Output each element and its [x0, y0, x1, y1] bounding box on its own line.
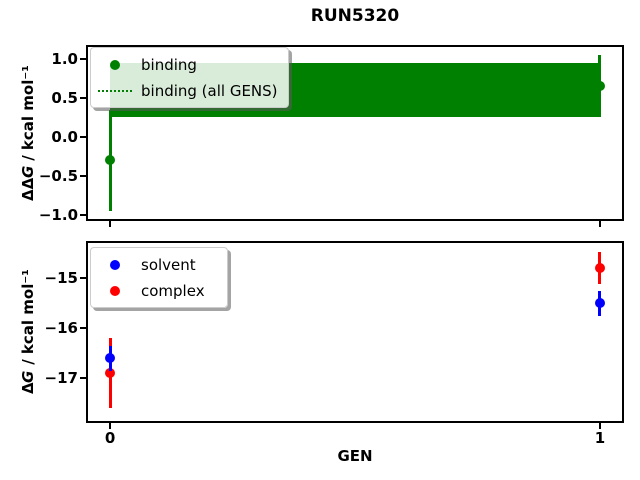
x-tick-mark — [598, 423, 601, 429]
legend-label: binding — [141, 55, 197, 74]
binding-marker-icon — [110, 59, 120, 70]
y-tick-mark — [80, 57, 86, 60]
legend-handle — [97, 259, 133, 270]
y-tick-label: −17 — [44, 369, 78, 388]
y-tick-label: −15 — [44, 269, 78, 288]
y-tick-label: −16 — [44, 319, 78, 338]
complex-marker-icon — [110, 285, 120, 296]
data-point-binding — [594, 81, 605, 92]
y-tick-label: 1.0 — [51, 49, 78, 68]
x-tick-mark — [109, 423, 112, 429]
data-point-complex — [594, 263, 605, 274]
y-tick-mark — [80, 135, 86, 138]
dotted-line-icon — [98, 89, 132, 92]
legend-handle — [97, 89, 133, 92]
legend-label: complex — [141, 281, 205, 300]
solvent-marker-icon — [110, 259, 120, 270]
legend-item-binding-all-gens: binding (all GENS) — [97, 79, 278, 102]
y-tick-mark — [80, 214, 86, 217]
top-legend: binding binding (all GENS) — [90, 47, 289, 108]
band-center-dotted-line — [110, 89, 600, 91]
legend-handle — [97, 285, 133, 296]
data-point-complex — [105, 368, 116, 379]
y-tick-mark — [80, 377, 86, 380]
x-tick-mark — [109, 221, 112, 227]
x-tick-label: 0 — [104, 429, 116, 447]
figure-title: RUN5320 — [310, 6, 400, 26]
legend-item-complex: complex — [97, 279, 217, 302]
legend-label: binding (all GENS) — [141, 81, 278, 100]
legend-item-binding: binding — [97, 53, 278, 76]
units-text: / kcal mol⁻¹ — [19, 64, 37, 166]
x-tick-mark — [598, 221, 601, 227]
y-tick-mark — [80, 327, 86, 330]
y-tick-label: 0.0 — [51, 127, 78, 146]
x-axis-label: GEN — [337, 447, 373, 465]
y-tick-mark — [80, 96, 86, 99]
legend-handle — [97, 59, 133, 70]
y-tick-mark — [80, 175, 86, 177]
bottom-legend: solvent complex — [90, 247, 228, 308]
data-point-binding — [105, 155, 116, 166]
legend-label: solvent — [141, 255, 196, 274]
y-tick-label: −1.0 — [38, 206, 78, 225]
x-tick-label: 1 — [594, 429, 606, 447]
legend-item-solvent: solvent — [97, 253, 217, 276]
y-tick-label: −0.5 — [38, 167, 78, 185]
y-tick-label: 0.5 — [51, 88, 78, 107]
y-tick-mark — [80, 277, 86, 280]
data-point-solvent — [105, 353, 116, 364]
data-point-solvent — [594, 298, 605, 309]
